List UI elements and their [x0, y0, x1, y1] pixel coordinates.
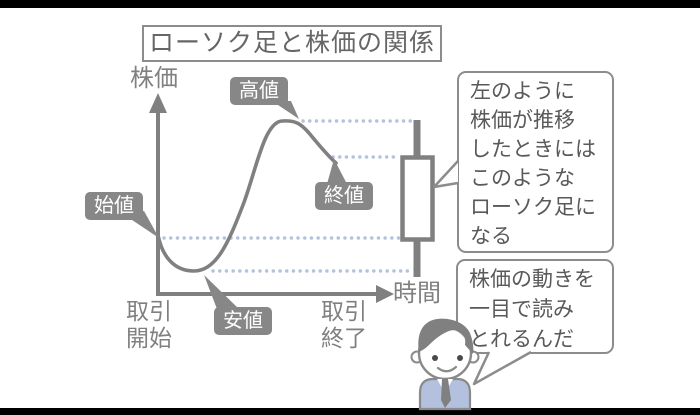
- price-curve: [156, 119, 338, 273]
- person-mouth: [436, 365, 458, 373]
- x-axis-start-label: 取引 開始: [126, 298, 172, 351]
- candle-body: [400, 155, 435, 242]
- person-eye-right: [457, 355, 463, 361]
- label-high: 高値: [230, 77, 288, 105]
- diagram-title: ローソク足と株価の関係: [142, 25, 442, 62]
- x-axis-label: 時間: [393, 280, 441, 307]
- label-open: 始値: [85, 192, 143, 220]
- x-axis-arrow: [376, 285, 394, 303]
- y-axis-arrow: [149, 93, 167, 113]
- speech-tail-note: [472, 350, 532, 386]
- speech-bubble-explanation: 左のように 株価が推移 したときには このような ローソク足に なる: [457, 71, 614, 253]
- person-tie: [441, 379, 451, 408]
- top-frame-bar: [0, 0, 700, 8]
- label-tail-low: [204, 275, 239, 309]
- label-close: 終値: [315, 182, 373, 210]
- y-axis-label: 株価: [130, 65, 178, 92]
- label-low: 安値: [214, 307, 272, 335]
- x-axis-end-label: 取引 終了: [321, 298, 367, 351]
- person-eye-left: [432, 355, 438, 361]
- speech-tail-explanation: [432, 160, 459, 189]
- person-suit: [418, 377, 472, 411]
- speech-bubble-note: 株価の動きを 一目で読み とれるんだ: [456, 259, 614, 354]
- bottom-frame-bar: [0, 408, 700, 415]
- label-tail-close: [327, 159, 347, 184]
- person-ear-left: [410, 350, 424, 364]
- person-collar: [437, 379, 453, 393]
